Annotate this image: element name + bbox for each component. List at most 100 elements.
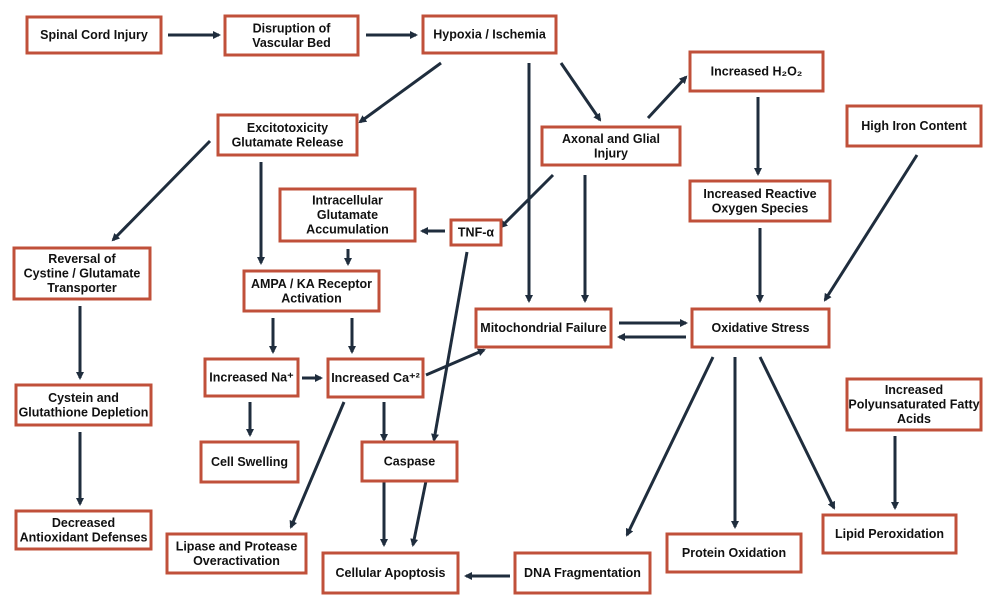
node-caspase: Caspase (360, 440, 459, 483)
node-box (25, 15, 163, 55)
node-box (421, 14, 558, 55)
node-label: Overactivation (193, 554, 280, 568)
node-label: Polyunsaturated Fatty (848, 398, 979, 412)
node-box (14, 383, 153, 427)
node-mitochondrial-failure: Mitochondrial Failure (474, 307, 613, 349)
node-box (540, 125, 682, 167)
node-label: Cystine / Glutamate (24, 267, 141, 281)
node-box (278, 187, 417, 243)
arrow-connector (646, 75, 688, 120)
node-cellular-apoptosis: Cellular Apoptosis (321, 551, 460, 595)
node-label: Increased (885, 383, 943, 397)
arrow-connector (358, 61, 442, 124)
node-increased-h2o2: Increased H₂O₂ (688, 50, 825, 93)
node-label: Increased Na⁺ (209, 371, 294, 385)
node-label: Protein Oxidation (682, 546, 786, 560)
node-box (513, 551, 652, 595)
node-label: Decreased (52, 516, 115, 530)
node-label: High Iron Content (861, 119, 967, 133)
node-label: Glutamate (317, 208, 378, 222)
node-label: Transporter (47, 281, 117, 295)
edges-layer (76, 31, 919, 580)
node-box (242, 269, 381, 313)
node-label: Oxidative Stress (712, 321, 810, 335)
node-lipid-peroxidation: Lipid Peroxidation (821, 513, 958, 555)
arrow-connector (425, 348, 486, 377)
node-label: Accumulation (306, 223, 389, 237)
node-label: TNF-α (458, 226, 494, 240)
node-box (199, 440, 300, 484)
node-box (14, 509, 153, 551)
node-label: Cell Swelling (211, 455, 288, 469)
node-label: Lipid Peroxidation (835, 527, 944, 541)
node-label: DNA Fragmentation (524, 566, 641, 580)
arrow-connector (625, 356, 715, 537)
node-spinal-cord-injury: Spinal Cord Injury (25, 15, 163, 55)
node-box (216, 113, 359, 157)
node-box (688, 50, 825, 93)
node-label: Disruption of (253, 21, 332, 35)
node-label: AMPA / KA Receptor (251, 277, 372, 291)
node-box (12, 246, 152, 301)
node-box (845, 104, 983, 148)
node-label: Injury (594, 146, 628, 160)
arrow-connector (111, 139, 212, 242)
node-box (449, 218, 503, 247)
node-box (321, 551, 460, 595)
node-box (360, 440, 459, 483)
arrow-connector (758, 356, 836, 510)
node-label: Intracellular (312, 194, 383, 208)
node-label: Cystein and (48, 391, 119, 405)
node-high-iron-content: High Iron Content (845, 104, 983, 148)
node-box (845, 377, 983, 432)
node-label: Cellular Apoptosis (336, 566, 446, 580)
node-label: Oxygen Species (712, 201, 809, 215)
arrow-connector (559, 62, 602, 122)
node-dna-fragmentation: DNA Fragmentation (513, 551, 652, 595)
node-label: Activation (281, 291, 341, 305)
node-increased-na: Increased Na⁺ (203, 357, 300, 398)
node-hypoxia-ischemia: Hypoxia / Ischemia (421, 14, 558, 55)
node-label: Axonal and Glial (562, 132, 660, 146)
node-increased-ca: Increased Ca⁺² (326, 357, 425, 399)
node-tnf-alpha: TNF-α (449, 218, 503, 247)
node-cell-swelling: Cell Swelling (199, 440, 300, 484)
node-label: Antioxidant Defenses (20, 530, 148, 544)
arrow-connector (499, 173, 555, 229)
node-label: Increased Reactive (703, 187, 816, 201)
node-label: Hypoxia / Ischemia (433, 28, 547, 42)
node-label: Mitochondrial Failure (480, 321, 606, 335)
node-label: Glutamate Release (232, 135, 344, 149)
node-box (203, 357, 300, 398)
arrow-connector (823, 154, 919, 302)
arrow-connector (410, 480, 428, 547)
node-label: Spinal Cord Injury (40, 28, 148, 42)
node-box (665, 532, 803, 574)
node-label: Reversal of (48, 252, 116, 266)
node-label: Increased H₂O₂ (711, 65, 803, 79)
node-label: Excitotoxicity (247, 121, 328, 135)
node-label: Increased Ca⁺² (331, 371, 420, 385)
node-protein-oxidation: Protein Oxidation (665, 532, 803, 574)
node-box (474, 307, 613, 349)
node-box (821, 513, 958, 555)
node-box (690, 307, 831, 349)
node-label: Glutathione Depletion (19, 405, 149, 419)
node-box (165, 532, 308, 575)
node-box (688, 179, 832, 223)
arrow-connector (431, 251, 469, 442)
node-label: Acids (897, 412, 931, 426)
node-box (223, 14, 360, 57)
node-box (326, 357, 425, 399)
